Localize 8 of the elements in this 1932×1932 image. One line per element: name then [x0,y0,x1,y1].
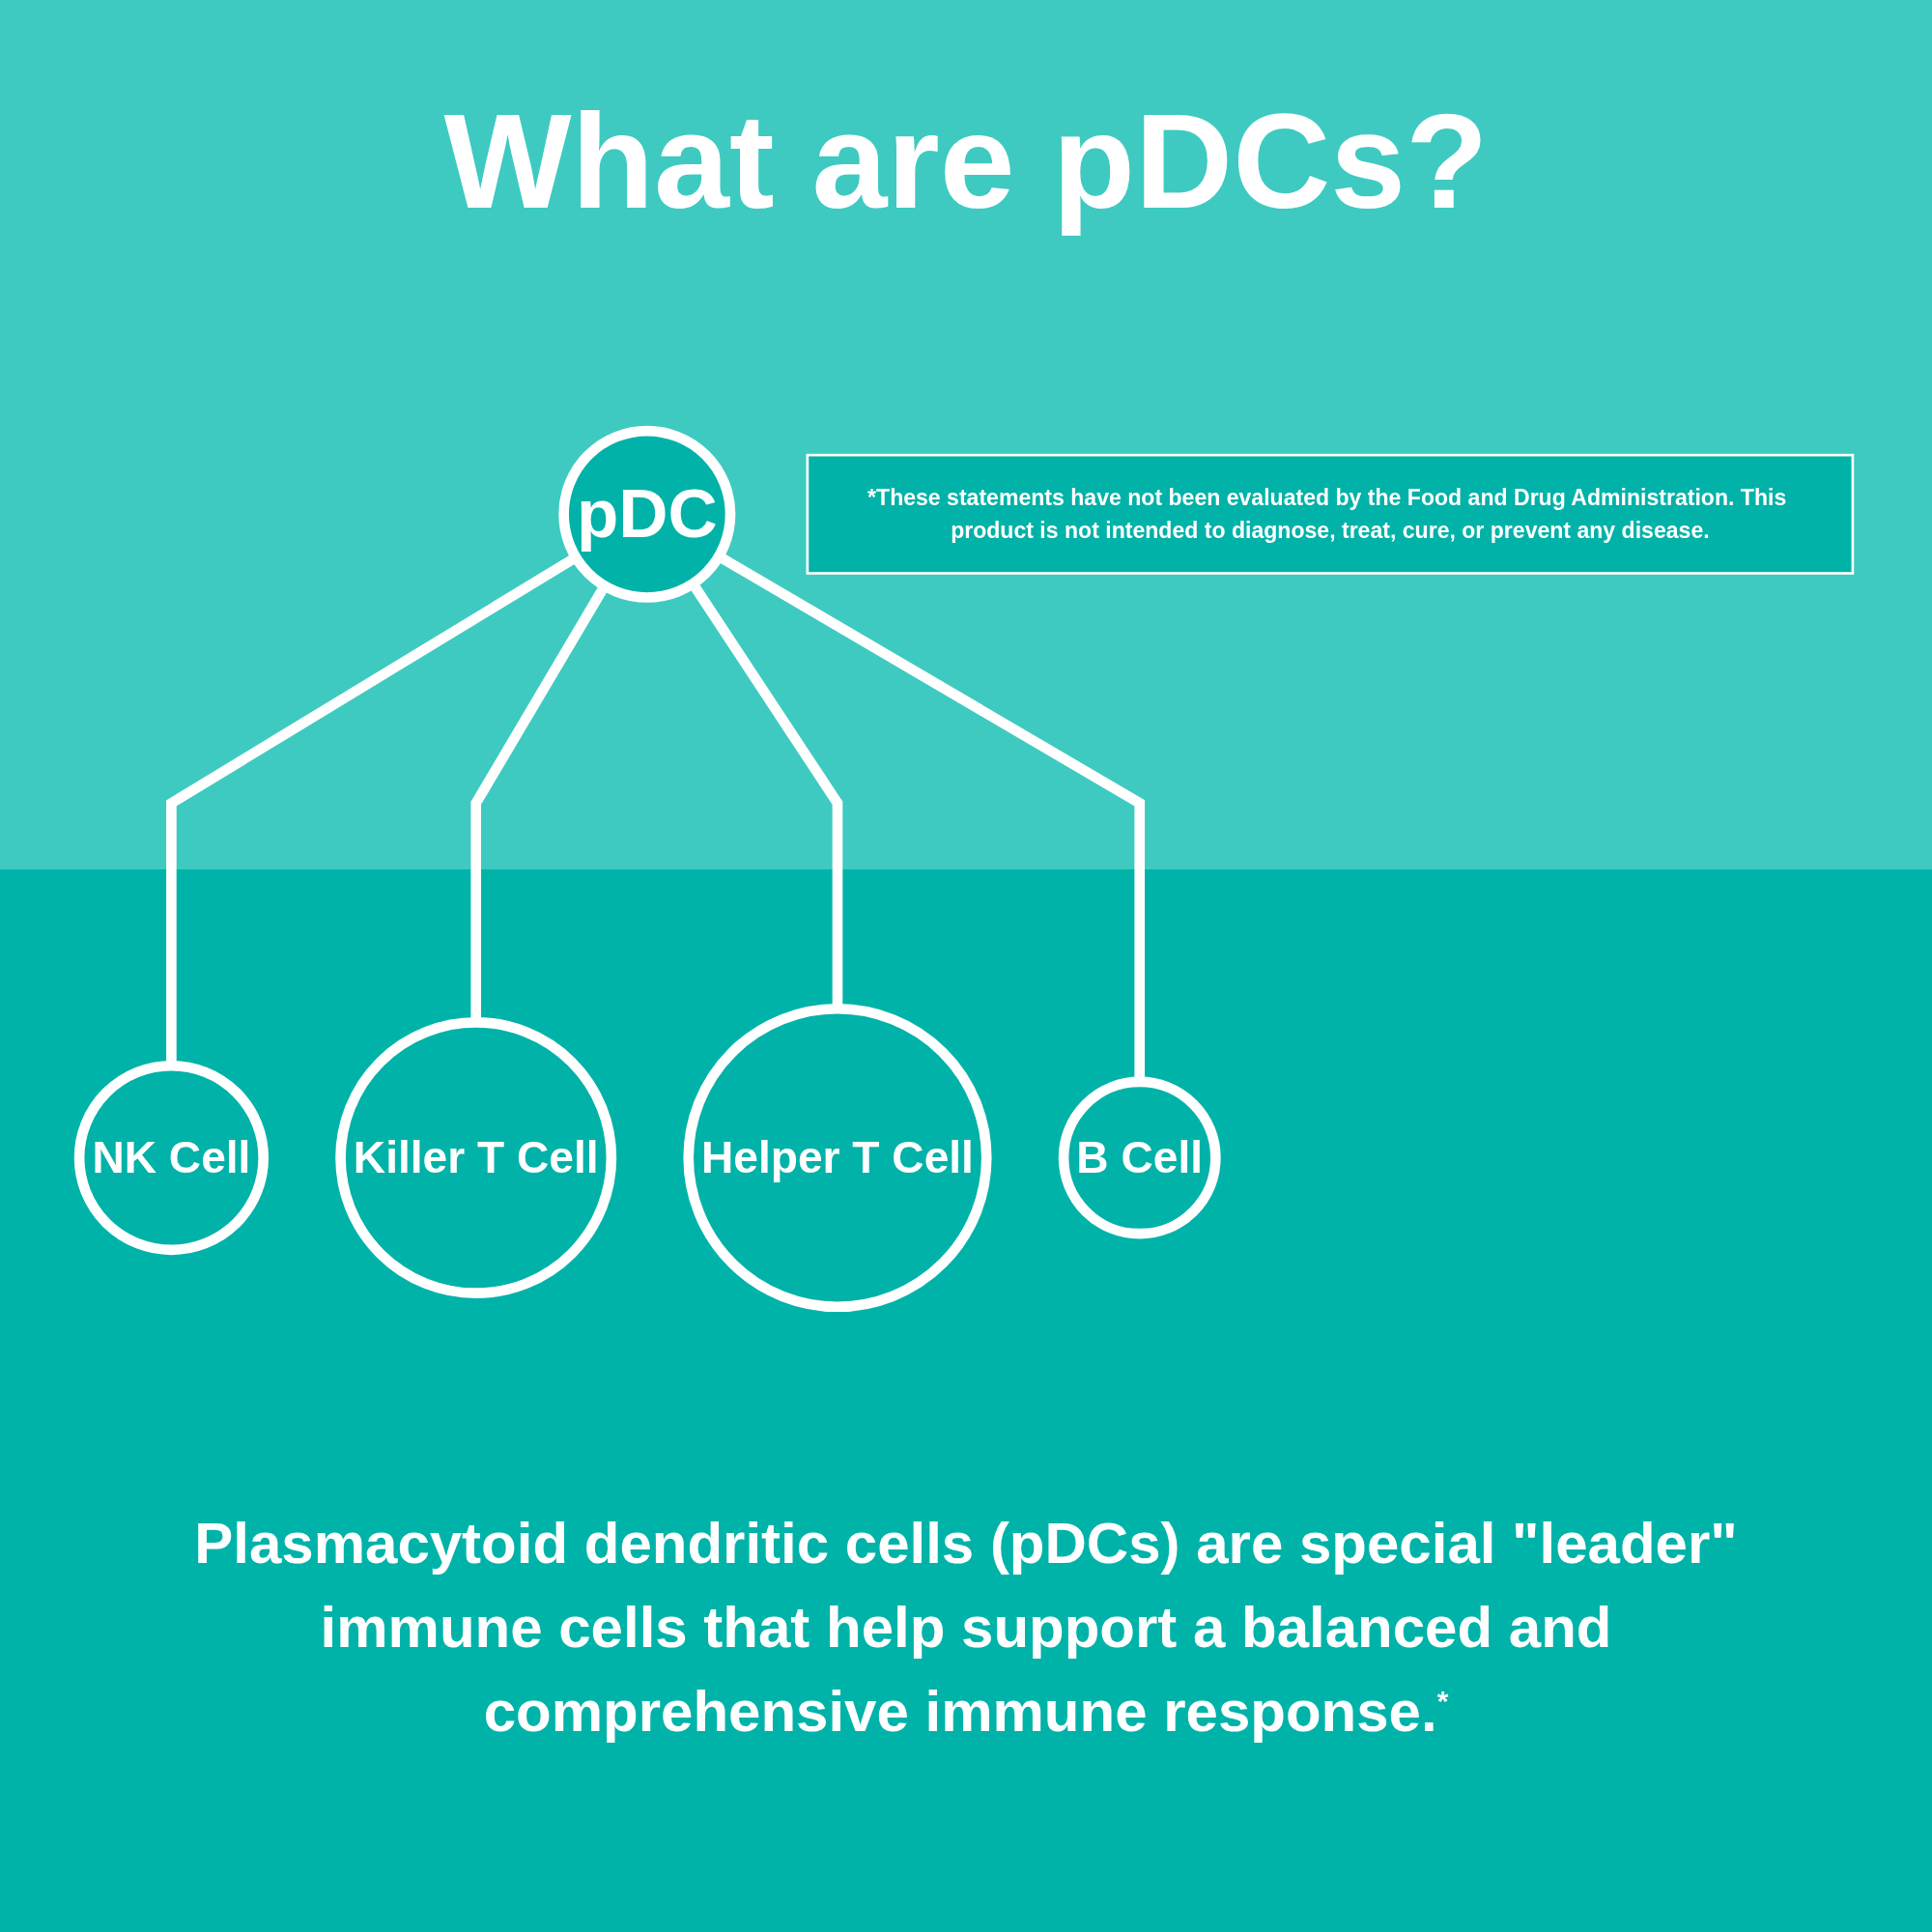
node-circle: NK Cell [73,1060,270,1255]
node-circle: Killer T Cell [335,1016,617,1298]
node-circle: Helper T Cell [683,1003,992,1312]
node-circle: B Cell [1058,1076,1221,1239]
node-box: *These statements have not been evaluated by the Food and Drug Administration. This product is not intended to diagnose, treat, cure, or prevent any disease. [806,453,1855,575]
node-circle: pDC [558,425,736,603]
title: What are pDCs? [443,87,1489,236]
caption: Plasmacytoid dendritic cells (pDCs) are special "leader" immune cells that help support a balanced and comprehensive immune response.$^{*}$ [193,1510,1739,1746]
